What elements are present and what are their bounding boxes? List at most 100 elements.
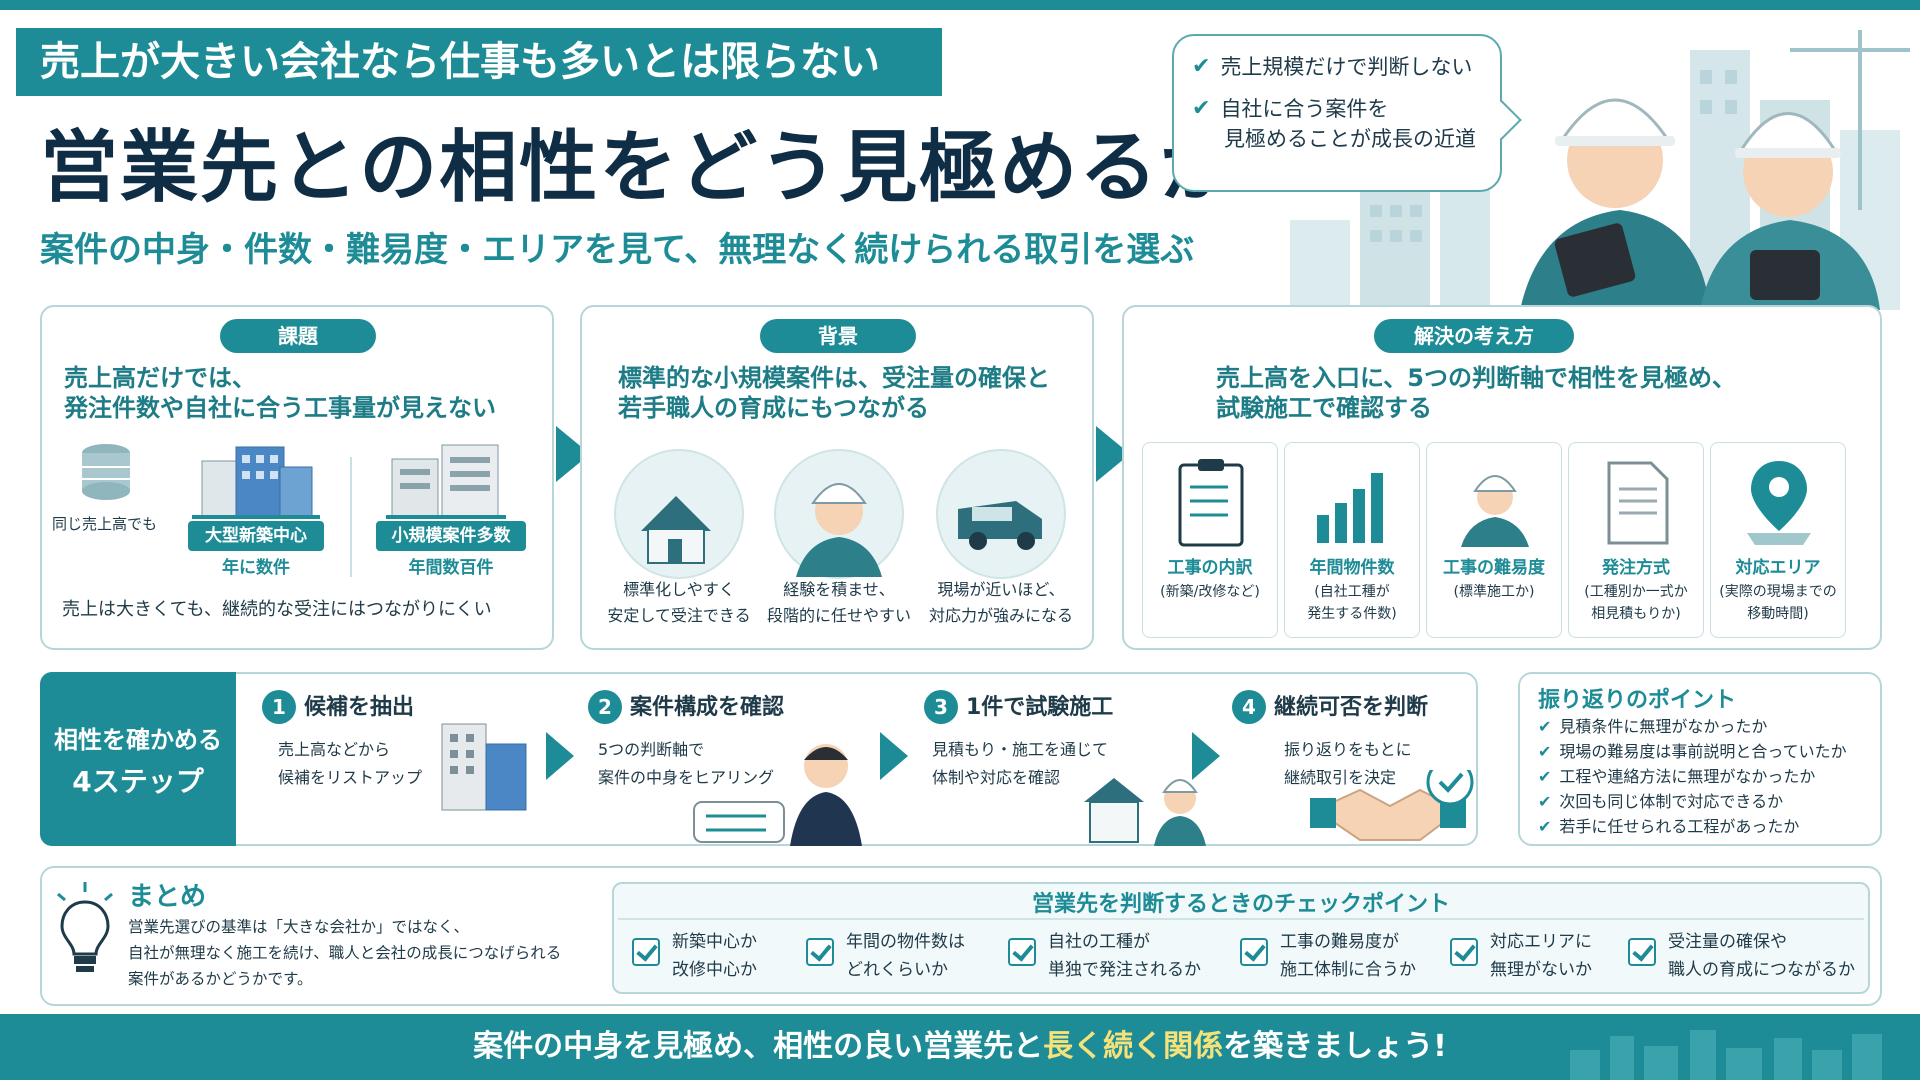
checkpoint-2: 年間の物件数はどれくらいか <box>846 928 965 984</box>
checkbox-icon <box>1008 938 1036 966</box>
van-icon <box>958 501 1042 550</box>
clipboard-icon <box>1178 459 1244 547</box>
checkpoint-1-line2: 改修中心か <box>672 960 757 980</box>
review-item-text: 次回も同じ体制で対応できるか <box>1559 792 1784 811</box>
background-item-1-line2: 安定して受注できる <box>607 606 751 625</box>
check-icon: ✔ <box>1538 817 1552 836</box>
solution-title-line1: 売上高を入口に、5つの判断軸で相性を見極め、 <box>1216 364 1736 392</box>
check-icon: ✔ <box>1538 767 1552 786</box>
worker-icon <box>1461 475 1529 547</box>
step-arrow <box>1192 732 1220 780</box>
step-2-title: 案件構成を確認 <box>630 695 785 720</box>
axis-2-desc: (自社工種が発生する件数) <box>1285 581 1419 625</box>
axis-3-desc-line1: (標準施工か) <box>1453 584 1535 600</box>
lightbulb-icon <box>57 882 113 972</box>
step-2-desc-line1: 5つの判断軸で <box>598 740 705 759</box>
page-title: 営業先との相性をどう見極めるか <box>40 123 1240 213</box>
large-new-build-label: 大型新築中心 <box>188 521 324 551</box>
axis-3-title: 工事の難易度 <box>1443 558 1545 578</box>
checkpoint-2-line2: どれくらいか <box>846 960 948 980</box>
businessman-illustration <box>693 744 862 846</box>
step-arrow <box>546 732 574 780</box>
small-projects-sub: 年間数百件 <box>408 558 494 578</box>
axis-card-annual-projects: 年間物件数 (自社工種が発生する件数) <box>1284 442 1420 638</box>
checkpoint-4-line2: 施工体制に合うか <box>1280 960 1416 980</box>
steps-label-block: 相性を確かめる 4ステップ <box>40 672 236 846</box>
background-panel: 背景 標準的な小規模案件は、受注量の確保と 若手職人の育成にもつながる 標準化し… <box>580 305 1094 650</box>
house-worker-illustration <box>1084 778 1206 846</box>
checkpoint-5-line1: 対応エリアに <box>1490 932 1592 952</box>
axis-5-desc: (実際の現場までの移動時間) <box>1711 581 1845 625</box>
step-4-desc-line2: 継続取引を決定 <box>1284 768 1397 787</box>
bar-chart-icon <box>1317 473 1383 543</box>
checkpoint-6: 受注量の確保や職人の育成につながるか <box>1668 928 1855 984</box>
axis-2-title: 年間物件数 <box>1309 558 1395 578</box>
axis-2-desc-line2: 発生する件数) <box>1307 606 1397 622</box>
check-icon: ✔ <box>1192 54 1211 79</box>
speech-bubble: ✔売上規模だけで判断しない ✔自社に合う案件を 見極めることが成長の近道 <box>1172 34 1502 192</box>
checkpoint-3-line2: 単独で発注されるか <box>1048 960 1201 980</box>
step-3-desc-line1: 見積もり・施工を通じて <box>932 740 1109 759</box>
young-worker-illustration <box>774 449 904 579</box>
review-item: ✔現場の難易度は事前説明と合っていたか <box>1538 739 1847 764</box>
checkpoints-divider <box>618 918 1864 920</box>
axis-card-service-area: 対応エリア (実際の現場までの移動時間) <box>1710 442 1846 638</box>
checkpoint-6-line1: 受注量の確保や <box>1668 932 1787 952</box>
review-item-text: 現場の難易度は事前説明と合っていたか <box>1559 742 1847 761</box>
background-item-3-line1: 現場が近いほど、 <box>937 580 1065 599</box>
background-title-line2: 若手職人の育成にもつながる <box>618 394 930 422</box>
background-item-2-line2: 段階的に任せやすい <box>766 606 911 625</box>
summary-title: まとめ <box>128 882 207 912</box>
step-3-desc-line2: 体制や対応を確認 <box>932 768 1061 787</box>
steps-label-line1: 相性を確かめる <box>54 726 222 754</box>
footer-text-highlight: 長く続く関係 <box>1043 1029 1224 1064</box>
review-item-text: 工程や連絡方法に無理がなかったか <box>1559 767 1816 786</box>
axis-3-desc: (標準施工か) <box>1427 581 1561 603</box>
axis-card-difficulty: 工事の難易度 (標準施工か) <box>1426 442 1562 638</box>
background-item-2-line1: 経験を積ませ、 <box>783 580 895 599</box>
document-icon <box>1607 461 1669 545</box>
checkpoint-4-line1: 工事の難易度が <box>1280 932 1399 952</box>
issue-title-line2: 発注件数や自社に合う工事量が見えない <box>64 394 496 422</box>
axis-4-desc-line2: 相見積もりか) <box>1591 606 1681 622</box>
footer-message: 案件の中身を見極め、相性の良い営業先と長く続く関係を築きましょう! <box>0 1014 1920 1080</box>
step-1-desc-line1: 売上高などから <box>278 740 391 759</box>
axis-2-desc-line1: (自社工種が <box>1314 584 1390 600</box>
review-item: ✔ 工程や連絡方法に無理がなかったか <box>1538 764 1847 789</box>
checkbox-icon <box>632 938 660 966</box>
review-item-text: 若手に任せられる工程があったか <box>1559 817 1800 836</box>
footer-text-pre: 案件の中身を見極め、相性の良い営業先と <box>473 1029 1044 1064</box>
checkbox-icon <box>1628 938 1656 966</box>
axis-5-desc-line1: (実際の現場までの <box>1719 584 1837 600</box>
small-projects-label: 小規模案件多数 <box>376 521 526 551</box>
axis-4-title: 発注方式 <box>1602 558 1670 578</box>
axis-4-desc: (工種別か一式か相見積もりか) <box>1569 581 1703 625</box>
summary-line3: 案件があるかどうかです。 <box>128 970 313 988</box>
review-item-text: 見積条件に無理がなかったか <box>1559 717 1768 736</box>
issue-pill: 課題 <box>220 319 376 353</box>
review-list: ✔見積条件に無理がなかったか ✔現場の難易度は事前説明と合っていたか ✔工程や連… <box>1538 714 1847 839</box>
review-title: 振り返りのポイント <box>1538 688 1737 713</box>
checkbox-icon <box>1450 938 1478 966</box>
top-accent-bar <box>0 0 1920 10</box>
solution-pill: 解決の考え方 <box>1374 319 1574 353</box>
step-2-desc-line2: 案件の中身をヒアリング <box>598 768 775 787</box>
step-1-title: 候補を抽出 <box>304 695 415 720</box>
issue-panel: 課題 売上高だけでは、 発注件数や自社に合う工事量が見えない 同じ売上高でも 大… <box>40 305 554 650</box>
bubble-line: 見極めることが成長の近道 <box>1224 127 1476 151</box>
review-panel: 振り返りのポイント ✔見積条件に無理がなかったか ✔現場の難易度は事前説明と合っ… <box>1518 672 1882 846</box>
large-building-icon <box>192 446 320 519</box>
review-item: ✔ 若手に任せられる工程があったか <box>1538 814 1847 839</box>
issue-title-line1: 売上高だけでは、 <box>64 364 256 392</box>
checkpoint-5: 対応エリアに無理がないか <box>1490 928 1592 984</box>
hero-tag: 売上が大きい会社なら仕事も多いとは限らない <box>16 28 942 96</box>
footer-skyline-icon <box>1570 1030 1882 1080</box>
summary-line2: 自社が無理なく施工を続け、職人と会社の成長につなげられる <box>128 944 562 962</box>
axis-5-desc-line2: 移動時間) <box>1747 606 1809 622</box>
checkpoint-3: 自社の工種が単独で発注されるか <box>1048 928 1201 984</box>
review-item: ✔見積条件に無理がなかったか <box>1538 714 1847 739</box>
axis-card-construction-breakdown: 工事の内訳 (新築/改修など) <box>1142 442 1278 638</box>
handshake-illustration <box>1310 770 1474 841</box>
